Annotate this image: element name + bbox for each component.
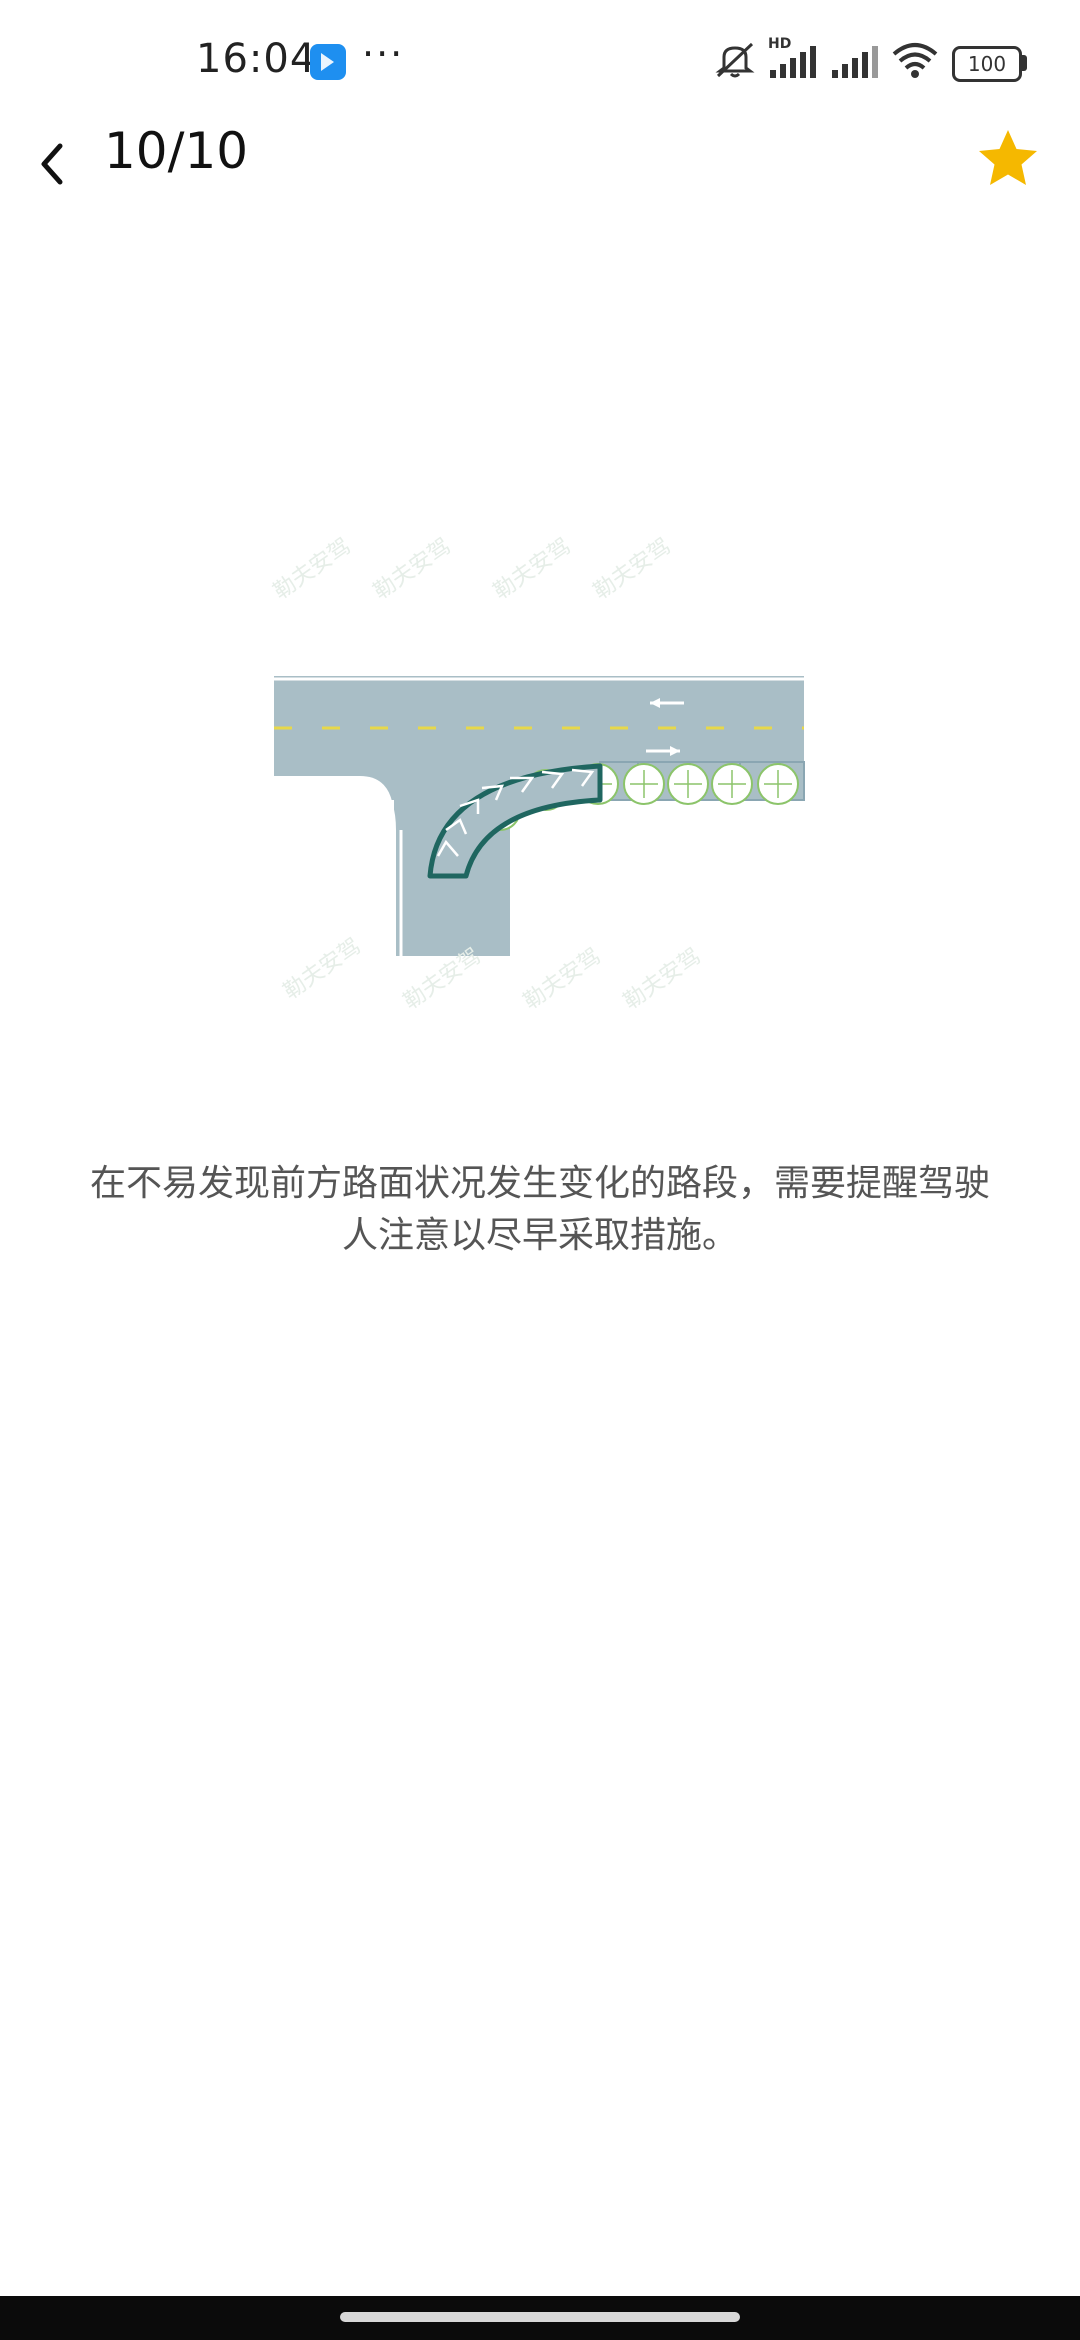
back-arrow-icon bbox=[41, 143, 63, 185]
svg-text:勒夫安驾: 勒夫安驾 bbox=[369, 534, 455, 605]
app-notification-icon bbox=[310, 44, 346, 80]
home-indicator[interactable] bbox=[340, 2312, 740, 2322]
svg-text:勒夫安驾: 勒夫安驾 bbox=[270, 534, 356, 605]
signal-icon bbox=[770, 46, 816, 78]
favorite-button[interactable] bbox=[972, 124, 1044, 196]
more-notifications-icon: ··· bbox=[362, 32, 405, 76]
svg-text:勒夫安驾: 勒夫安驾 bbox=[589, 534, 675, 605]
back-button[interactable] bbox=[24, 128, 96, 200]
star-icon bbox=[979, 130, 1037, 185]
explanation-text: 在不易发现前方路面状况发生变化的路段，需要提醒驾驶人注意以尽早采取措施。 bbox=[89, 1163, 990, 1256]
question-counter: 10/10 bbox=[104, 122, 249, 180]
header: 10/10 bbox=[0, 120, 1080, 260]
hd-label: HD bbox=[768, 36, 792, 52]
road-illustration: 勒夫安驾 勒夫安驾 勒夫安驾 勒夫安驾 勒夫安驾 勒夫安驾 勒夫安驾 勒夫安驾 bbox=[269, 530, 810, 1070]
status-bar: 16:04 ··· HD 100 bbox=[0, 0, 1080, 120]
silent-icon bbox=[715, 42, 755, 78]
wifi-icon bbox=[892, 43, 938, 78]
battery-icon: 100 bbox=[952, 46, 1022, 82]
arrow-left-icon bbox=[650, 698, 684, 708]
svg-text:勒夫安驾: 勒夫安驾 bbox=[489, 534, 575, 605]
battery-tip bbox=[1022, 55, 1027, 71]
status-time: 16:04 bbox=[196, 36, 317, 82]
road-curve-warning-illustration: 勒夫安驾 勒夫安驾 勒夫安驾 勒夫安驾 勒夫安驾 勒夫安驾 勒夫安驾 勒夫安驾 bbox=[269, 534, 810, 1015]
signal-2-icon bbox=[832, 46, 878, 78]
arrow-right-icon bbox=[646, 746, 680, 756]
